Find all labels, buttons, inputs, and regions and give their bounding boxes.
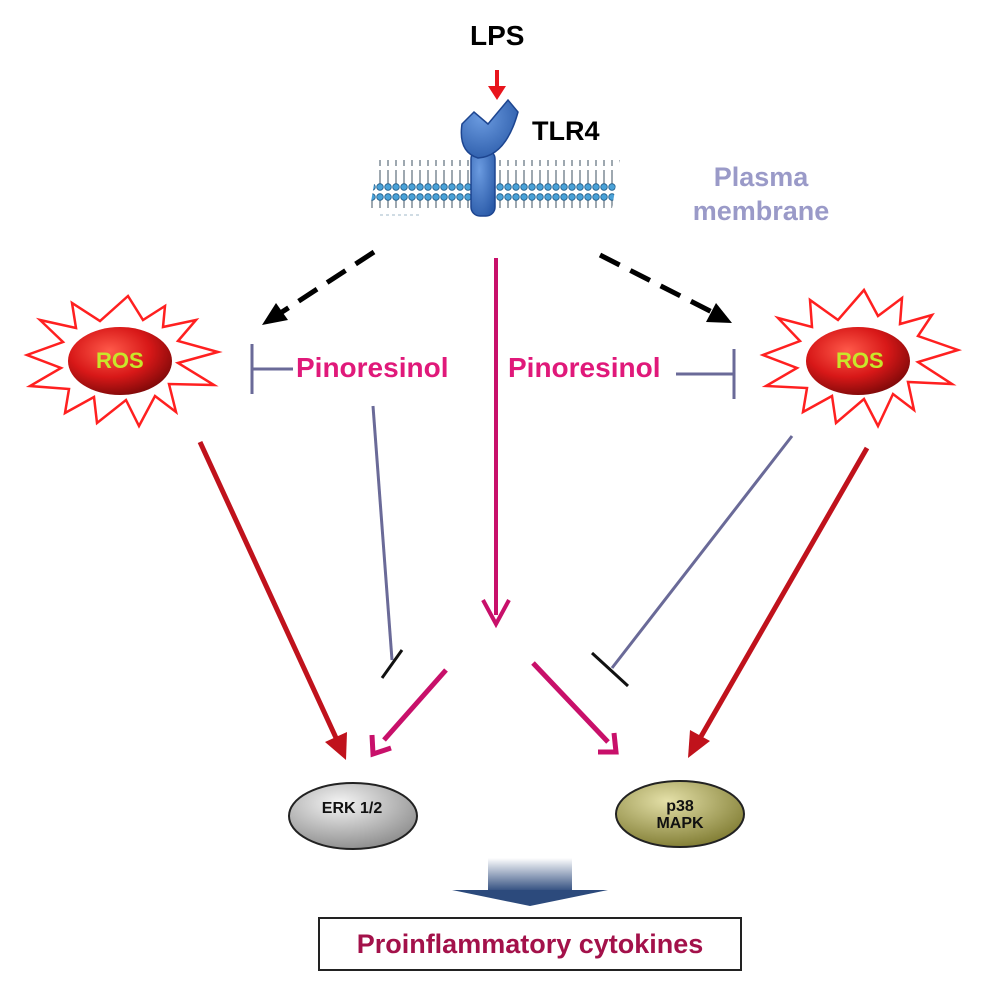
tlr4-label: TLR4 — [532, 116, 600, 146]
inhibit-erk — [371, 405, 404, 679]
tlr4-to-erk-arrow — [369, 668, 448, 758]
pinoresinol-left-label: Pinoresinol — [296, 352, 449, 383]
ros-right-label: ROS — [836, 348, 884, 373]
inhibit-ros-left — [250, 344, 293, 394]
dashed-arrow-right — [598, 252, 732, 323]
ros-right-starburst-icon — [759, 287, 963, 429]
p38-label: p38 MAPK — [656, 798, 704, 832]
tlr4-to-p38-arrow — [531, 661, 619, 755]
central-activation-arrow — [481, 258, 511, 629]
output-label: Proinflammatory cytokines — [356, 929, 704, 959]
inhibit-p38 — [590, 435, 794, 688]
lps-label: LPS — [470, 20, 525, 51]
ros-left-starburst-icon — [23, 294, 223, 429]
p38-node — [615, 780, 745, 848]
output-arrow — [452, 858, 608, 906]
inhibit-ros-right — [676, 349, 736, 399]
ros-left-label: ROS — [96, 348, 144, 373]
ros-to-erk-arrow — [197, 440, 347, 760]
erk-node — [288, 782, 418, 850]
tlr4-receptor-icon — [460, 98, 519, 217]
ros-to-p38-arrow — [688, 446, 870, 758]
dashed-arrow-left — [262, 249, 376, 325]
plasma-membrane-label: Plasma membrane — [692, 162, 830, 226]
lps-arrow — [488, 70, 506, 100]
output-box: Proinflammatory cytokines — [318, 917, 742, 971]
erk-label: ERK 1/2 — [321, 800, 383, 817]
pinoresinol-right-label: Pinoresinol — [508, 352, 661, 383]
